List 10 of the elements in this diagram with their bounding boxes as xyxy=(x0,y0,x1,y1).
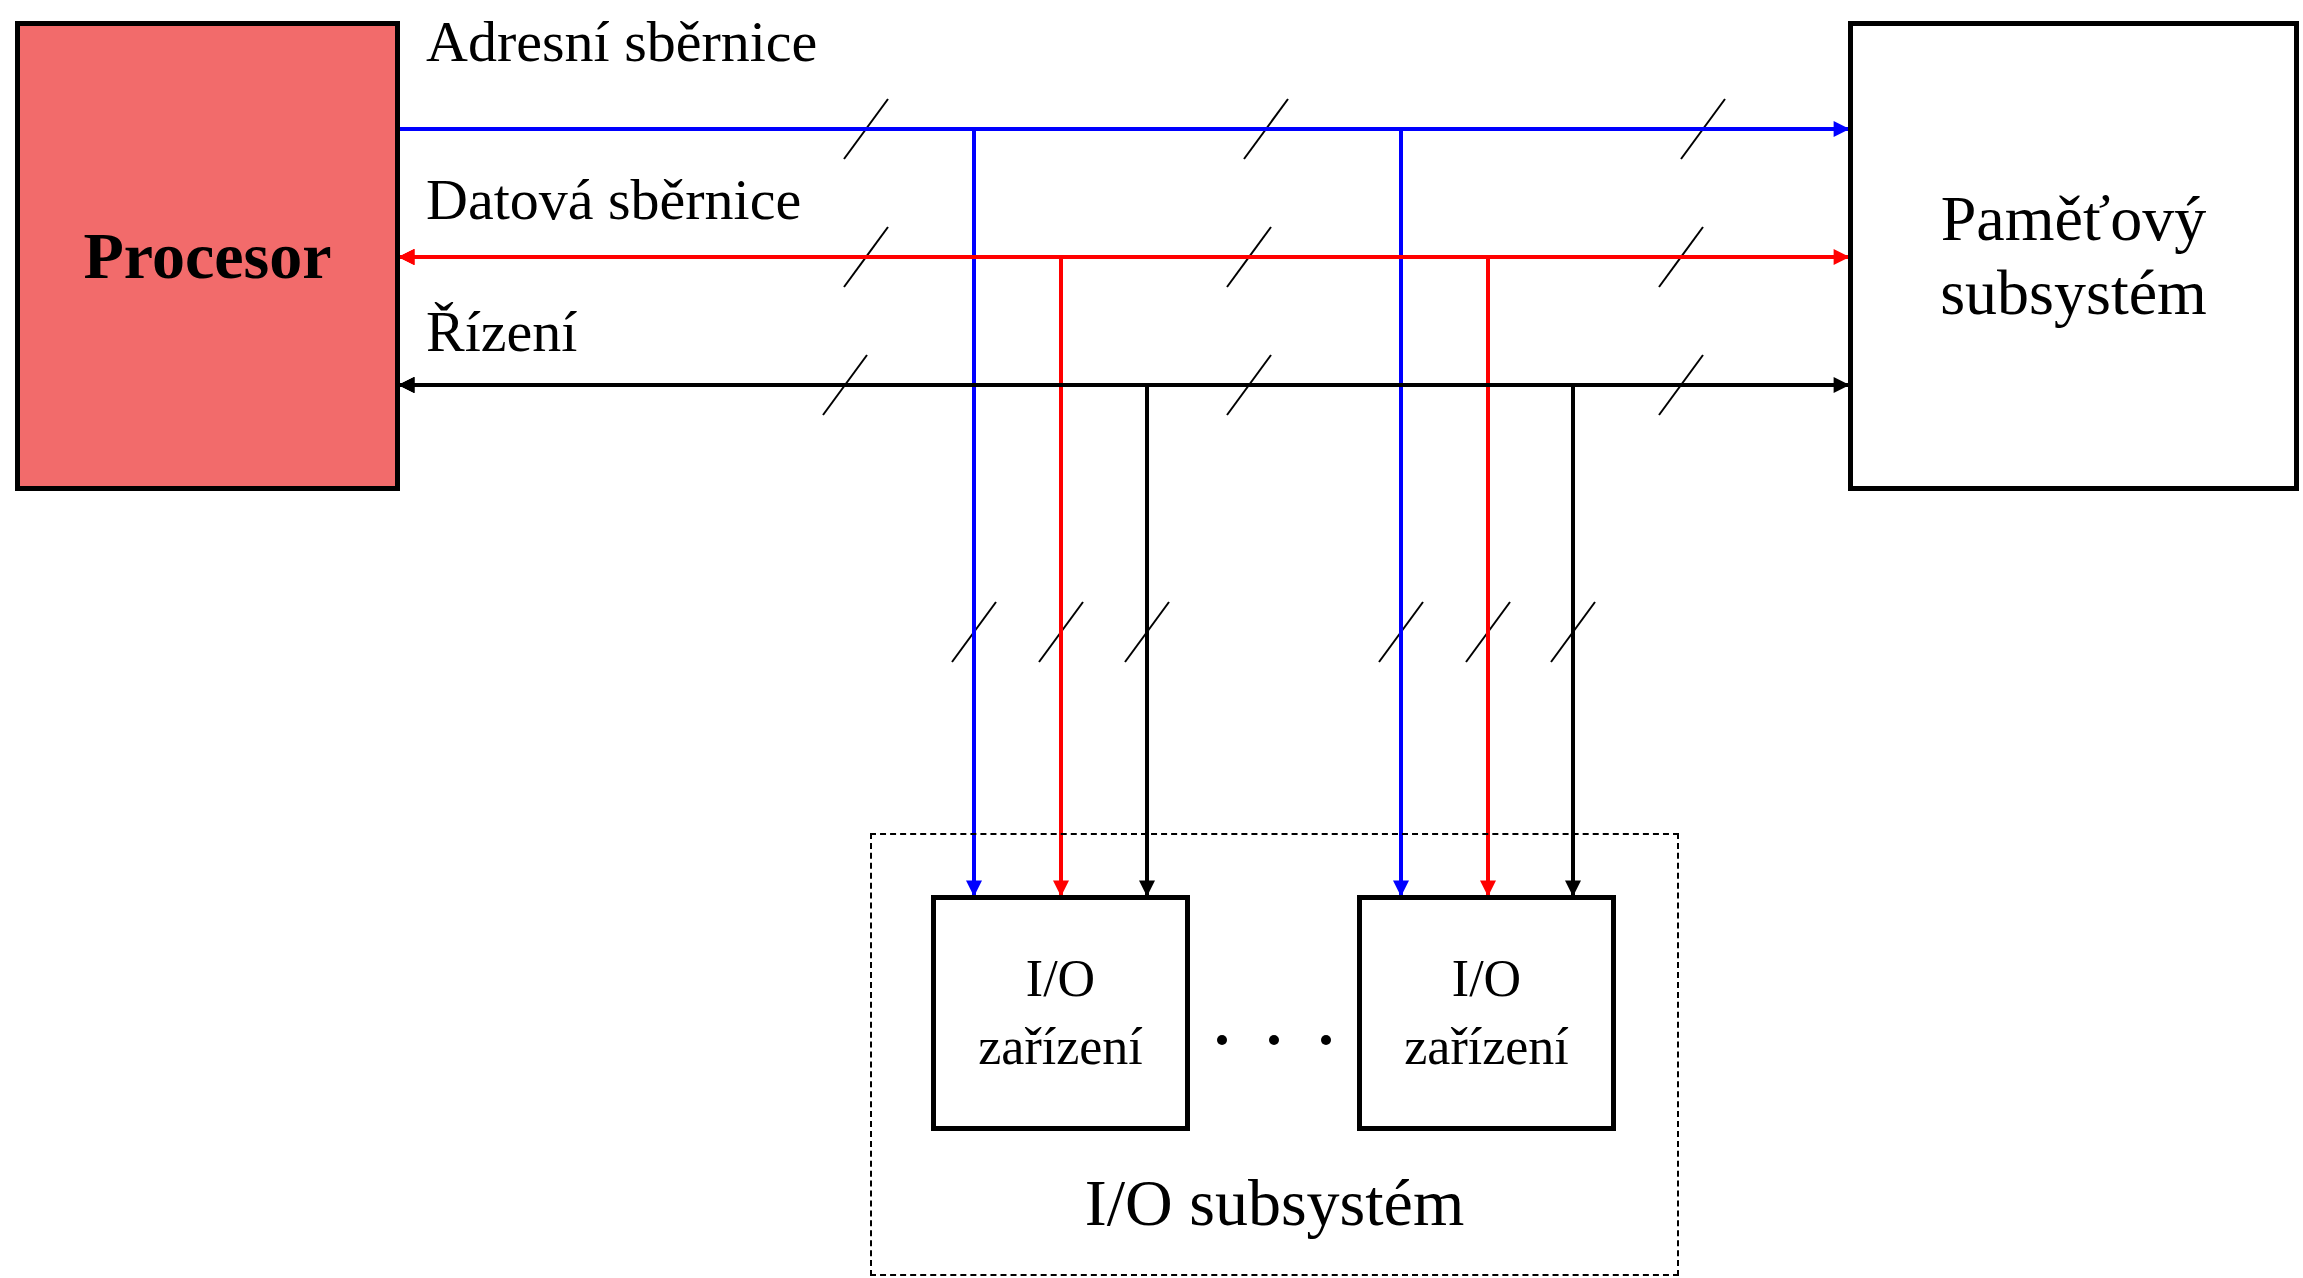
node-label: Paměťový subsystém xyxy=(1939,182,2208,330)
device-box xyxy=(1357,895,1616,1131)
node-label: I/O zařízení xyxy=(977,949,1144,1077)
node-label: Procesor xyxy=(83,218,332,294)
node-label: I/O zařízení xyxy=(1403,949,1570,1077)
subsystem-frame xyxy=(870,833,1679,1276)
node-label: I/O subsystém xyxy=(1083,1165,1466,1241)
processor-box xyxy=(15,21,400,491)
memory-box xyxy=(1848,21,2299,491)
device-box xyxy=(931,895,1190,1131)
